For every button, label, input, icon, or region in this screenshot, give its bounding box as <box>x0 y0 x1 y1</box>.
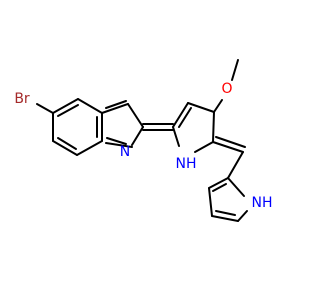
bond <box>208 177 229 189</box>
bond <box>208 187 213 217</box>
bond-inner <box>57 104 79 117</box>
bond <box>194 141 214 153</box>
bond <box>211 215 239 222</box>
bond-inner <box>106 137 127 145</box>
bond <box>101 103 129 114</box>
bond-inner <box>178 107 192 128</box>
bond-inner <box>57 137 77 150</box>
bromine-label: Br <box>14 91 30 107</box>
bond <box>215 136 246 148</box>
bond <box>52 98 79 114</box>
structure-svg: Br N O NH NH <box>14 59 273 222</box>
bond <box>36 103 54 114</box>
bond <box>172 126 180 147</box>
bond <box>213 99 223 113</box>
bond <box>231 59 239 81</box>
bond <box>131 126 144 146</box>
bond <box>237 210 248 222</box>
bond <box>227 151 244 179</box>
bond <box>52 140 78 156</box>
pyrrole2-nh-label: NH <box>252 195 273 211</box>
oxygen-label: O <box>221 81 232 97</box>
bond <box>77 98 103 114</box>
bond <box>227 177 245 197</box>
molecule-diagram: Br N O NH NH <box>14 59 273 222</box>
bond-inner <box>105 100 127 109</box>
pyrrole-nh-label: NH <box>176 156 197 172</box>
bond-inner <box>215 210 236 216</box>
indole-nitrogen-label: N <box>120 144 130 160</box>
bond <box>105 142 133 148</box>
bond <box>76 140 103 156</box>
bond <box>212 111 215 143</box>
bond <box>212 141 244 153</box>
bond <box>127 103 144 128</box>
bond <box>187 102 215 113</box>
bond <box>172 102 189 128</box>
bond-inner <box>212 183 227 192</box>
